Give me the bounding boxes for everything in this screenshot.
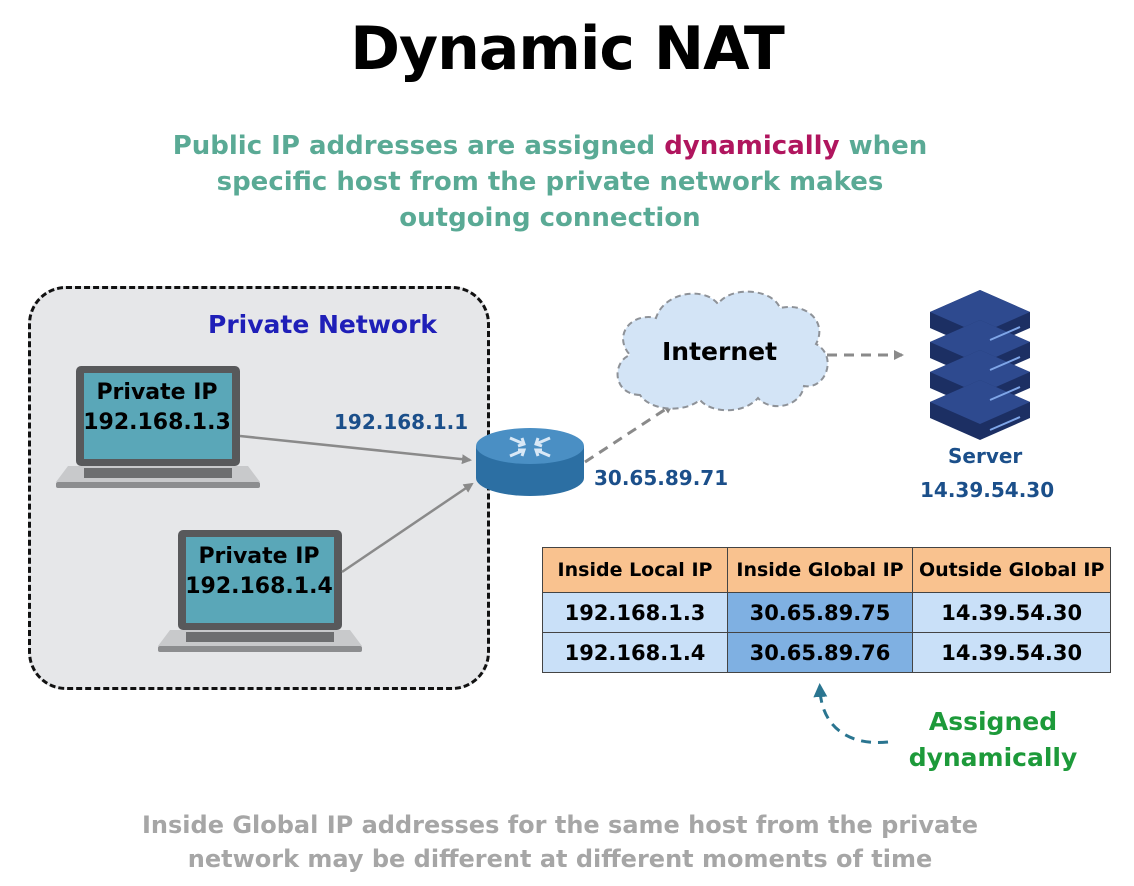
assigned-arrow: [813, 683, 889, 745]
nat-table: Inside Local IP Inside Global IP Outside…: [542, 547, 1112, 673]
laptop-icon: [158, 530, 362, 652]
laptop-1-label: Private IP 192.168.1.3: [82, 378, 232, 438]
subtitle: Public IP addresses are assigned dynamic…: [150, 128, 950, 236]
laptop-icon: [56, 366, 260, 488]
table-cell: 30.65.89.76: [727, 632, 913, 673]
table-cell: 192.168.1.3: [542, 592, 728, 633]
server-icon: [930, 290, 1030, 440]
link-laptop-1: [239, 434, 472, 465]
table-header: Inside Global IP: [727, 547, 913, 593]
cloud-icon: [616, 290, 829, 412]
laptop-1-line1: Private IP: [96, 380, 218, 405]
subtitle-highlight: dynamically: [664, 131, 840, 161]
assigned-line1: Assigned: [928, 707, 1058, 736]
internet-label: Internet: [662, 337, 778, 366]
subtitle-after: when specific host from the private netw…: [216, 131, 928, 233]
table-cell: 14.39.54.30: [911, 592, 1112, 633]
link-laptop-2: [341, 482, 474, 574]
table-cell: 30.65.89.75: [727, 592, 913, 633]
table-header: Outside Global IP: [911, 547, 1112, 593]
link-router-internet: [584, 403, 674, 464]
table-header-row: Inside Local IP Inside Global IP Outside…: [542, 547, 1112, 593]
table-cell: 192.168.1.4: [542, 632, 728, 673]
laptop-1-ip: 192.168.1.3: [83, 410, 231, 435]
assigned-line2: dynamically: [908, 743, 1078, 772]
laptop-2-ip: 192.168.1.4: [185, 574, 333, 599]
page-title: Dynamic NAT: [350, 14, 785, 84]
table-row: 192.168.1.3 30.65.89.75 14.39.54.30: [542, 592, 1112, 633]
table-row: 192.168.1.4 30.65.89.76 14.39.54.30: [542, 632, 1112, 673]
server-label: Server: [948, 444, 1023, 468]
laptop-2-line1: Private IP: [198, 544, 320, 569]
table-cell: 14.39.54.30: [911, 632, 1112, 673]
router-icon: [476, 428, 584, 496]
footer-note: Inside Global IP addresses for the same …: [141, 811, 978, 873]
table-header: Inside Local IP: [542, 547, 728, 593]
router-outside-ip: 30.65.89.71: [594, 466, 729, 490]
subtitle-before: Public IP addresses are assigned: [172, 131, 665, 161]
laptop-2-label: Private IP 192.168.1.4: [184, 542, 334, 602]
router-inside-ip: 192.168.1.1: [334, 410, 469, 434]
private-network-label: Private Network: [208, 310, 438, 339]
assigned-annotation: Assigned dynamically: [908, 704, 1078, 776]
server-ip: 14.39.54.30: [920, 478, 1055, 502]
